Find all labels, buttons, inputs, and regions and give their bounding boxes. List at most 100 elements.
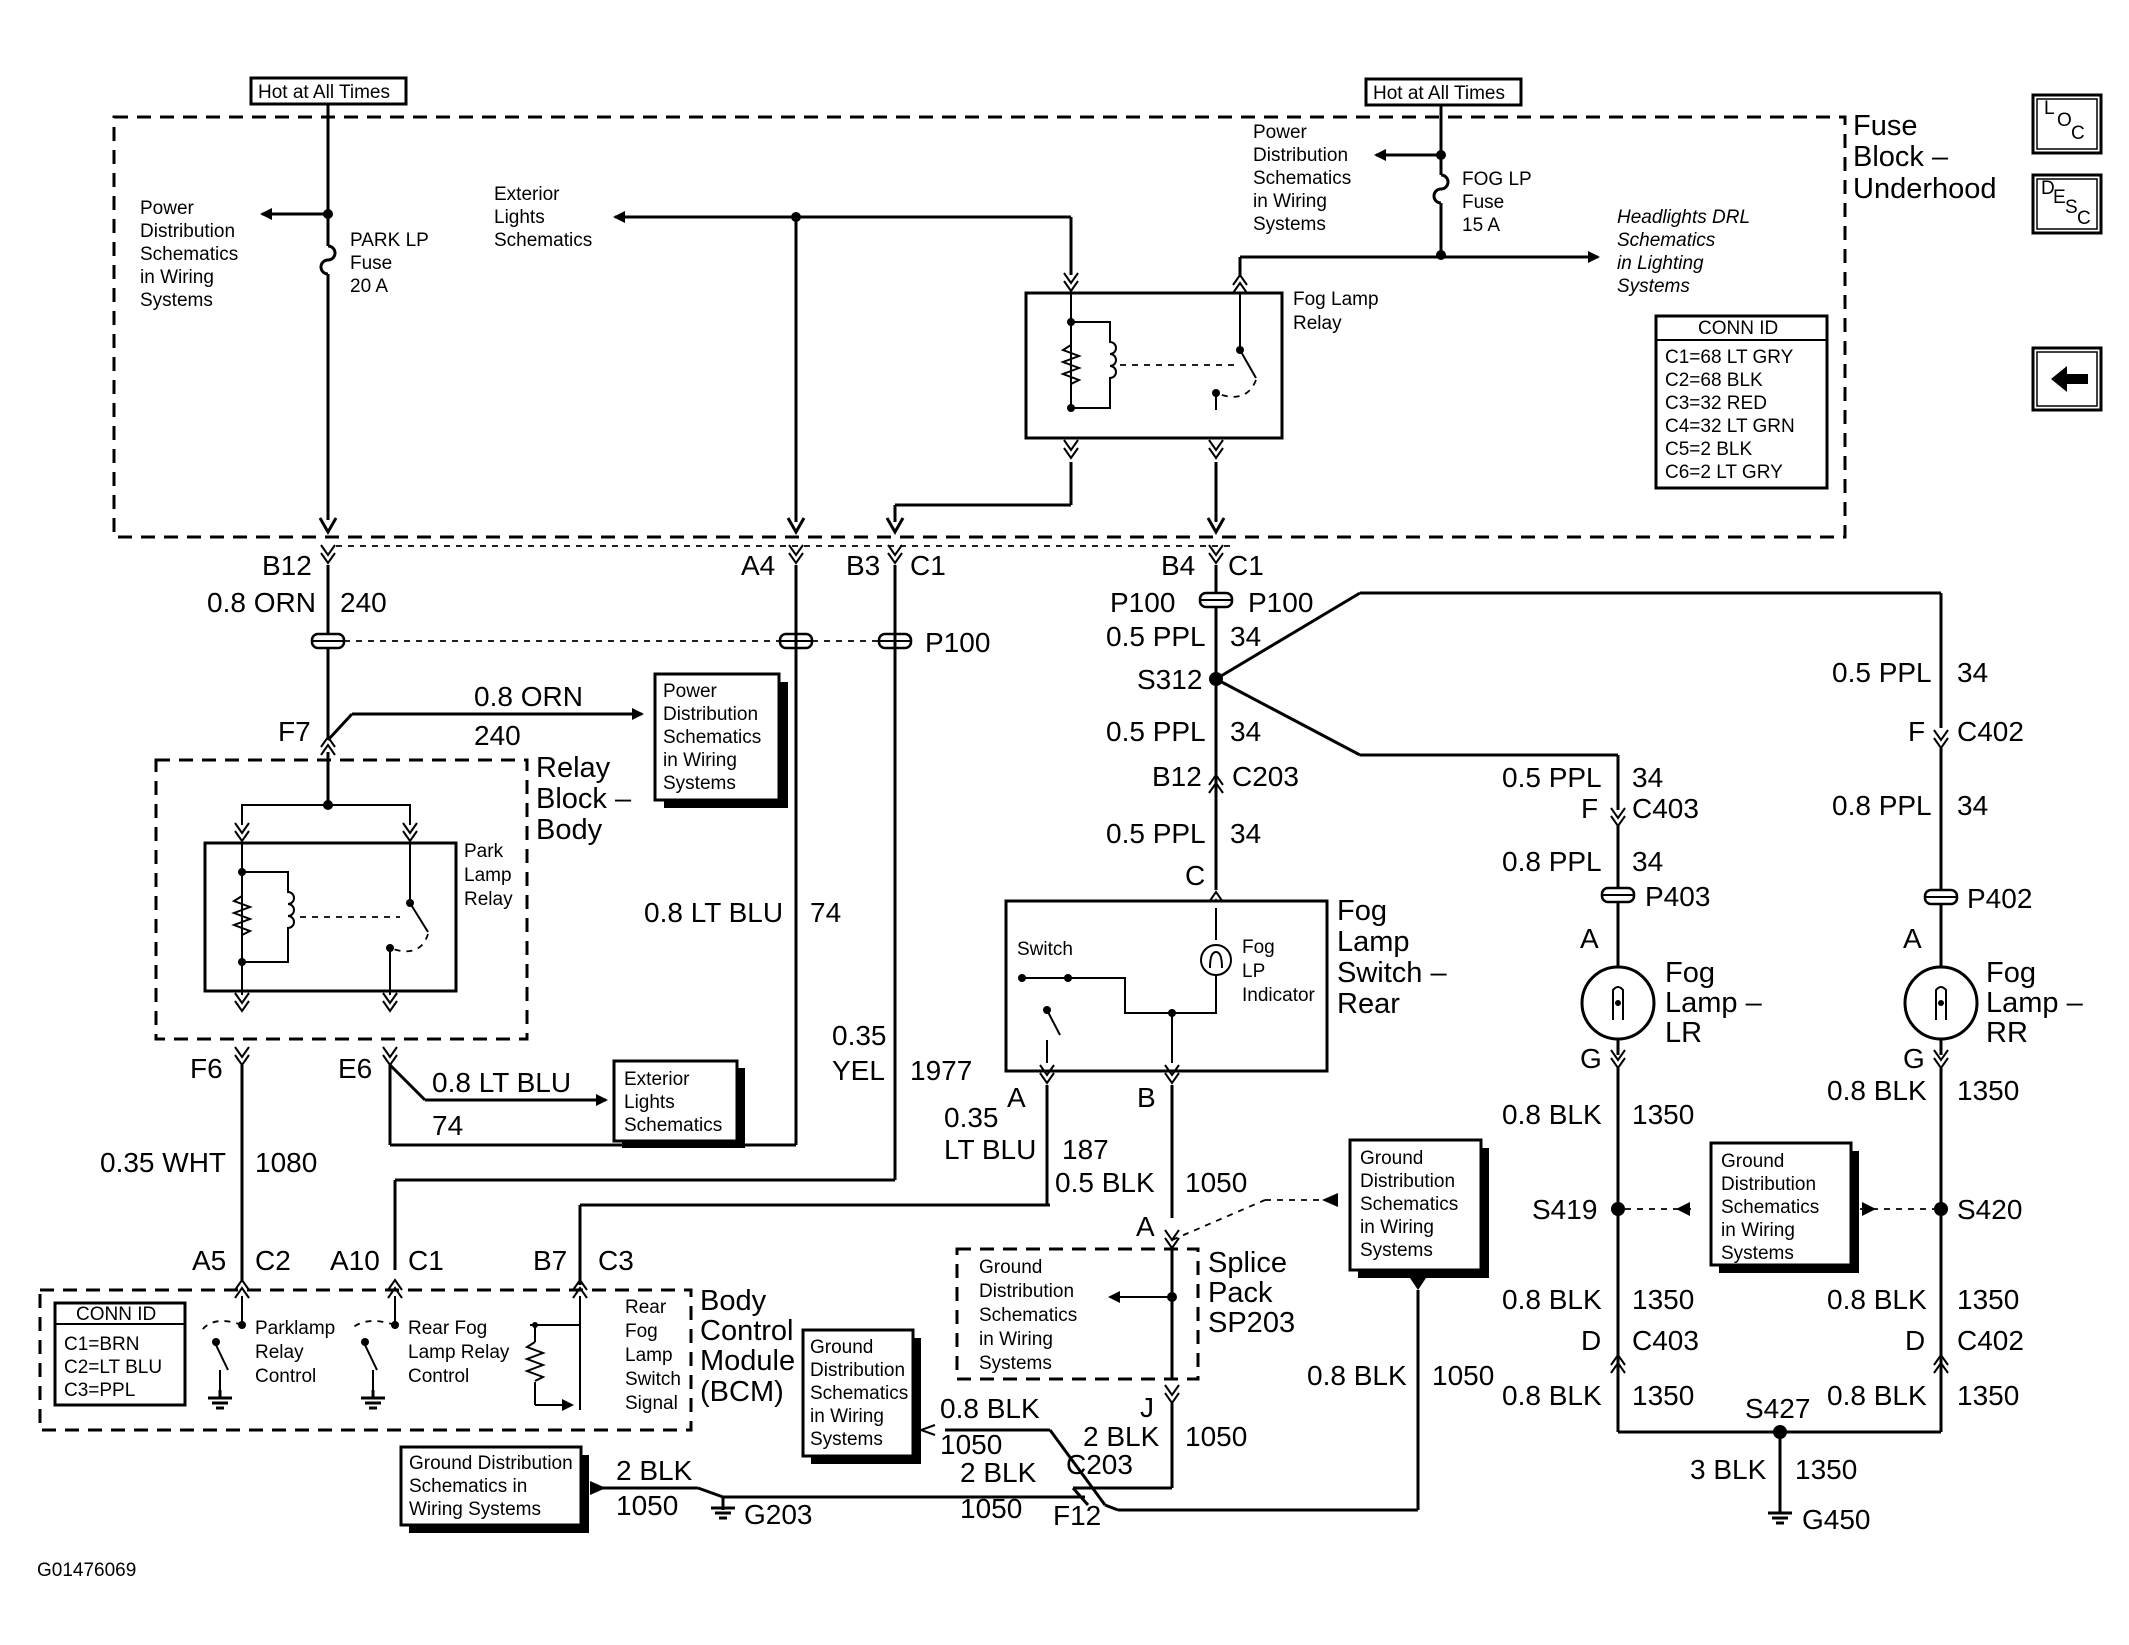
ext-lights-top: Exterior Lights Schematics — [494, 184, 592, 251]
svg-text:F: F — [1908, 716, 1925, 747]
bcm-outline — [38, 1288, 693, 1432]
svg-text:1350: 1350 — [1957, 1075, 2019, 1106]
svg-text:F: F — [1581, 793, 1598, 824]
svg-text:C: C — [2077, 208, 2091, 229]
svg-text:2 BLK: 2 BLK — [1083, 1421, 1160, 1452]
svg-text:C1: C1 — [1228, 550, 1264, 581]
svg-text:0.8 BLK: 0.8 BLK — [1827, 1380, 1927, 1411]
fog-lamp-lr-label: Fog Lamp – LR — [1665, 957, 1770, 1049]
fog-switch-title: Fog Lamp Switch – Rear — [1337, 895, 1455, 1020]
svg-text:0.5 PPL: 0.5 PPL — [1106, 621, 1206, 652]
svg-text:A: A — [1136, 1211, 1155, 1242]
svg-text:0.8 LT BLU: 0.8 LT BLU — [644, 897, 783, 928]
svg-text:P402: P402 — [1967, 883, 2032, 914]
svg-text:A: A — [1903, 923, 1922, 954]
gd-right-box: Ground Distribution Schematics in Wiring… — [1709, 1141, 1859, 1273]
svg-text:C403: C403 — [1632, 1325, 1699, 1356]
back-button[interactable] — [2031, 346, 2103, 412]
svg-text:C1: C1 — [408, 1245, 444, 1276]
svg-text:2 BLK: 2 BLK — [616, 1455, 693, 1486]
svg-text:0.8 BLK: 0.8 BLK — [1502, 1284, 1602, 1315]
svg-text:0.8 BLK: 0.8 BLK — [1827, 1075, 1927, 1106]
svg-text:34: 34 — [1632, 762, 1663, 793]
svg-text:C1=68 LT GRY C2=68 BLK: C1=68 LT GRY C2=68 BLK C3=32 RED C4=32 L… — [1665, 347, 1800, 483]
svg-text:G450: G450 — [1802, 1504, 1871, 1535]
svg-text:Ground Distribution: Ground Distribution Schematics in Wiring… — [810, 1337, 913, 1450]
svg-text:0.8 ORN: 0.8 ORN — [474, 681, 583, 712]
svg-text:0.8 LT BLU: 0.8 LT BLU — [432, 1067, 571, 1098]
svg-text:F6: F6 — [190, 1053, 223, 1084]
power-dist-top: Power Distribution Schematics in Wiring … — [1253, 122, 1356, 235]
svg-text:Hot at All Times: Hot at All Times — [1373, 83, 1505, 104]
svg-text:A: A — [1007, 1082, 1026, 1113]
svg-text:0.8 BLK: 0.8 BLK — [1307, 1360, 1407, 1391]
svg-text:S427: S427 — [1745, 1393, 1810, 1424]
svg-text:C: C — [1185, 860, 1205, 891]
svg-text:3 BLK: 3 BLK — [1690, 1454, 1767, 1485]
svg-text:D: D — [1581, 1325, 1601, 1356]
svg-text:B4: B4 — [1161, 550, 1195, 581]
svg-text:1080: 1080 — [255, 1147, 317, 1178]
svg-text:0.8 BLK: 0.8 BLK — [1827, 1284, 1927, 1315]
park-lp-fuse-label: PARK LP Fuse 20 A — [350, 230, 434, 297]
fog-lp-indicator-icon — [1200, 944, 1232, 976]
svg-text:0.8 BLK: 0.8 BLK — [1502, 1099, 1602, 1130]
svg-text:F12: F12 — [1053, 1500, 1101, 1531]
bcm-conn-id-table: CONN ID C1=BRN C2=LT BLU C3=PPL — [53, 1301, 187, 1407]
svg-text:A5: A5 — [192, 1245, 226, 1276]
svg-text:S420: S420 — [1957, 1194, 2022, 1225]
svg-text:F7: F7 — [278, 716, 311, 747]
svg-text:34: 34 — [1230, 716, 1261, 747]
svg-text:C1: C1 — [910, 550, 946, 581]
relay-block-body — [154, 758, 529, 1041]
fog-lp-fuse-label: FOG LP Fuse 15 A — [1462, 169, 1537, 236]
svg-text:A10: A10 — [330, 1245, 380, 1276]
svg-text:CONN ID: CONN ID — [1698, 318, 1778, 339]
svg-text:0.5 PPL: 0.5 PPL — [1106, 818, 1206, 849]
gd-splice: Ground Distribution Schematics in Wiring… — [979, 1257, 1082, 1374]
gd-bcm-box: Ground Distribution Schematics in Wiring… — [801, 1328, 921, 1464]
svg-text:0.5 PPL: 0.5 PPL — [1832, 657, 1932, 688]
svg-text:Exterior Lights Sc: Exterior Lights Schematics — [624, 1069, 722, 1136]
fog-lamp-rr-label: Fog Lamp – RR — [1986, 957, 2091, 1049]
fog-lamp-switch-rear — [1004, 899, 1329, 1073]
svg-text:C203: C203 — [1066, 1449, 1133, 1480]
figure-id: G01476069 — [37, 1560, 136, 1581]
svg-text:C402: C402 — [1957, 1325, 2024, 1356]
svg-text:0.5 PPL: 0.5 PPL — [1106, 716, 1206, 747]
svg-text:1977: 1977 — [910, 1055, 972, 1086]
wire-ltblu3-gauge: 0.35 LT BLU — [944, 1102, 1036, 1165]
location-button[interactable]: L O C — [2031, 93, 2103, 155]
parklamp-ctrl-label: Parklamp Relay Control — [255, 1318, 341, 1387]
svg-text:G: G — [1903, 1043, 1925, 1074]
svg-text:0.8 PPL: 0.8 PPL — [1502, 846, 1602, 877]
svg-text:C: C — [2071, 123, 2085, 144]
hot-label-left: Hot at All Times — [249, 76, 408, 106]
svg-text:B12: B12 — [262, 550, 312, 581]
svg-text:A4: A4 — [741, 550, 775, 581]
svg-text:34: 34 — [1632, 846, 1663, 877]
svg-text:1050: 1050 — [940, 1429, 1002, 1460]
svg-text:1350: 1350 — [1957, 1380, 2019, 1411]
svg-text:C1=BRN C2=LT BLU C: C1=BRN C2=LT BLU C3=PPL — [64, 1334, 167, 1401]
svg-text:P100: P100 — [925, 627, 990, 658]
svg-text:B: B — [1137, 1082, 1156, 1113]
svg-text:C3: C3 — [598, 1245, 634, 1276]
svg-text:0.35 WHT: 0.35 WHT — [100, 1147, 226, 1178]
description-button[interactable]: D E S C — [2031, 173, 2103, 235]
svg-text:Ground Distribution: Ground Distribution Schematics in Wiring… — [1360, 1148, 1463, 1261]
svg-text:C403: C403 — [1632, 793, 1699, 824]
switch-label: Switch — [1017, 939, 1073, 960]
svg-text:1350: 1350 — [1957, 1284, 2019, 1315]
hot-label-right: Hot at All Times — [1364, 77, 1523, 107]
svg-text:0.5 BLK: 0.5 BLK — [1055, 1167, 1155, 1198]
svg-text:1050: 1050 — [1185, 1421, 1247, 1452]
svg-text:S: S — [2065, 197, 2078, 218]
svg-text:240: 240 — [474, 720, 521, 751]
svg-text:S312: S312 — [1137, 664, 1202, 695]
svg-text:34: 34 — [1957, 790, 1988, 821]
conn-id-table: CONN ID C1=68 LT GRY C2=68 BLK C3=32 RED… — [1654, 314, 1829, 490]
relay-block-title: Relay Block – Body — [536, 752, 639, 846]
ext-lights-mid: Exterior Lights Schematics — [612, 1059, 745, 1148]
